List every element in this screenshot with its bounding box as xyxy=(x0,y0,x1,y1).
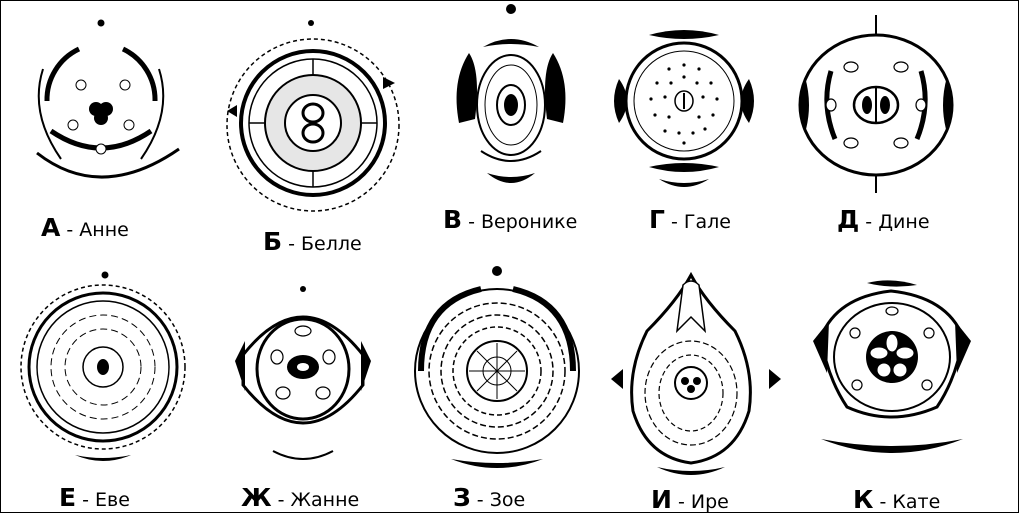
caption-a: А - Анне xyxy=(41,213,129,242)
floral-diagram-d xyxy=(791,11,961,201)
caption-z-letter: З xyxy=(453,483,471,512)
caption-g: Г - Гале xyxy=(649,205,731,234)
caption-zh-separator: - xyxy=(272,489,291,511)
caption-v-letter: В xyxy=(443,205,462,234)
caption-g-name: Гале xyxy=(684,211,731,233)
caption-v-separator: - xyxy=(462,211,481,233)
caption-z: З - Зое xyxy=(453,483,525,512)
caption-b-letter: Б xyxy=(263,227,282,256)
caption-e-separator: - xyxy=(76,489,95,511)
floral-diagram-d-drawing xyxy=(791,11,961,201)
caption-zh-letter: Ж xyxy=(241,483,272,512)
floral-diagram-z-drawing xyxy=(411,263,587,477)
caption-zh-name: Жанне xyxy=(291,489,360,511)
caption-i-name: Ире xyxy=(691,491,729,513)
caption-a-letter: А xyxy=(41,213,60,242)
caption-d-name: Дине xyxy=(878,211,929,233)
caption-a-name: Анне xyxy=(79,219,129,241)
caption-e-letter: Е xyxy=(59,483,76,512)
caption-d-letter: Д xyxy=(837,205,859,234)
floral-diagram-g xyxy=(609,29,759,199)
floral-diagram-z xyxy=(411,263,587,477)
caption-d: Д - Дине xyxy=(837,205,930,234)
floral-diagram-a-drawing xyxy=(21,13,191,203)
floral-diagram-zh-drawing xyxy=(223,281,383,471)
floral-diagram-i xyxy=(607,271,785,481)
floral-diagram-zh xyxy=(223,281,383,471)
caption-i-separator: - xyxy=(672,491,691,513)
floral-diagram-v-drawing xyxy=(441,1,591,201)
floral-diagram-g-drawing xyxy=(609,29,759,199)
caption-b-name: Белле xyxy=(301,233,362,255)
caption-b: Б - Белле xyxy=(263,227,362,256)
caption-i-letter: И xyxy=(651,485,672,514)
floral-diagram-k xyxy=(807,277,977,477)
caption-v: В - Веронике xyxy=(443,205,577,234)
caption-g-separator: - xyxy=(665,211,684,233)
floral-diagram-i-drawing xyxy=(607,271,785,481)
floral-diagram-b-drawing xyxy=(223,13,399,221)
caption-d-separator: - xyxy=(859,211,878,233)
floral-diagram-e-drawing xyxy=(15,267,191,475)
floral-diagram-e xyxy=(15,267,191,475)
caption-z-separator: - xyxy=(471,489,490,511)
caption-e-name: Еве xyxy=(95,489,130,511)
floral-diagram-b xyxy=(223,13,399,221)
caption-i: И - Ире xyxy=(651,485,729,514)
caption-k: К - Кате xyxy=(853,485,940,514)
caption-b-separator: - xyxy=(282,233,301,255)
floral-diagram-a xyxy=(21,13,191,203)
caption-z-name: Зое xyxy=(490,489,526,511)
caption-v-name: Веронике xyxy=(481,211,577,233)
caption-zh: Ж - Жанне xyxy=(241,483,359,512)
caption-k-name: Кате xyxy=(892,491,940,513)
floral-diagram-k-drawing xyxy=(807,277,977,477)
caption-a-separator: - xyxy=(60,219,79,241)
caption-g-letter: Г xyxy=(649,205,665,234)
caption-e: Е - Еве xyxy=(59,483,130,512)
caption-k-separator: - xyxy=(873,491,892,513)
caption-k-letter: К xyxy=(853,485,873,514)
floral-diagram-v xyxy=(441,1,591,201)
